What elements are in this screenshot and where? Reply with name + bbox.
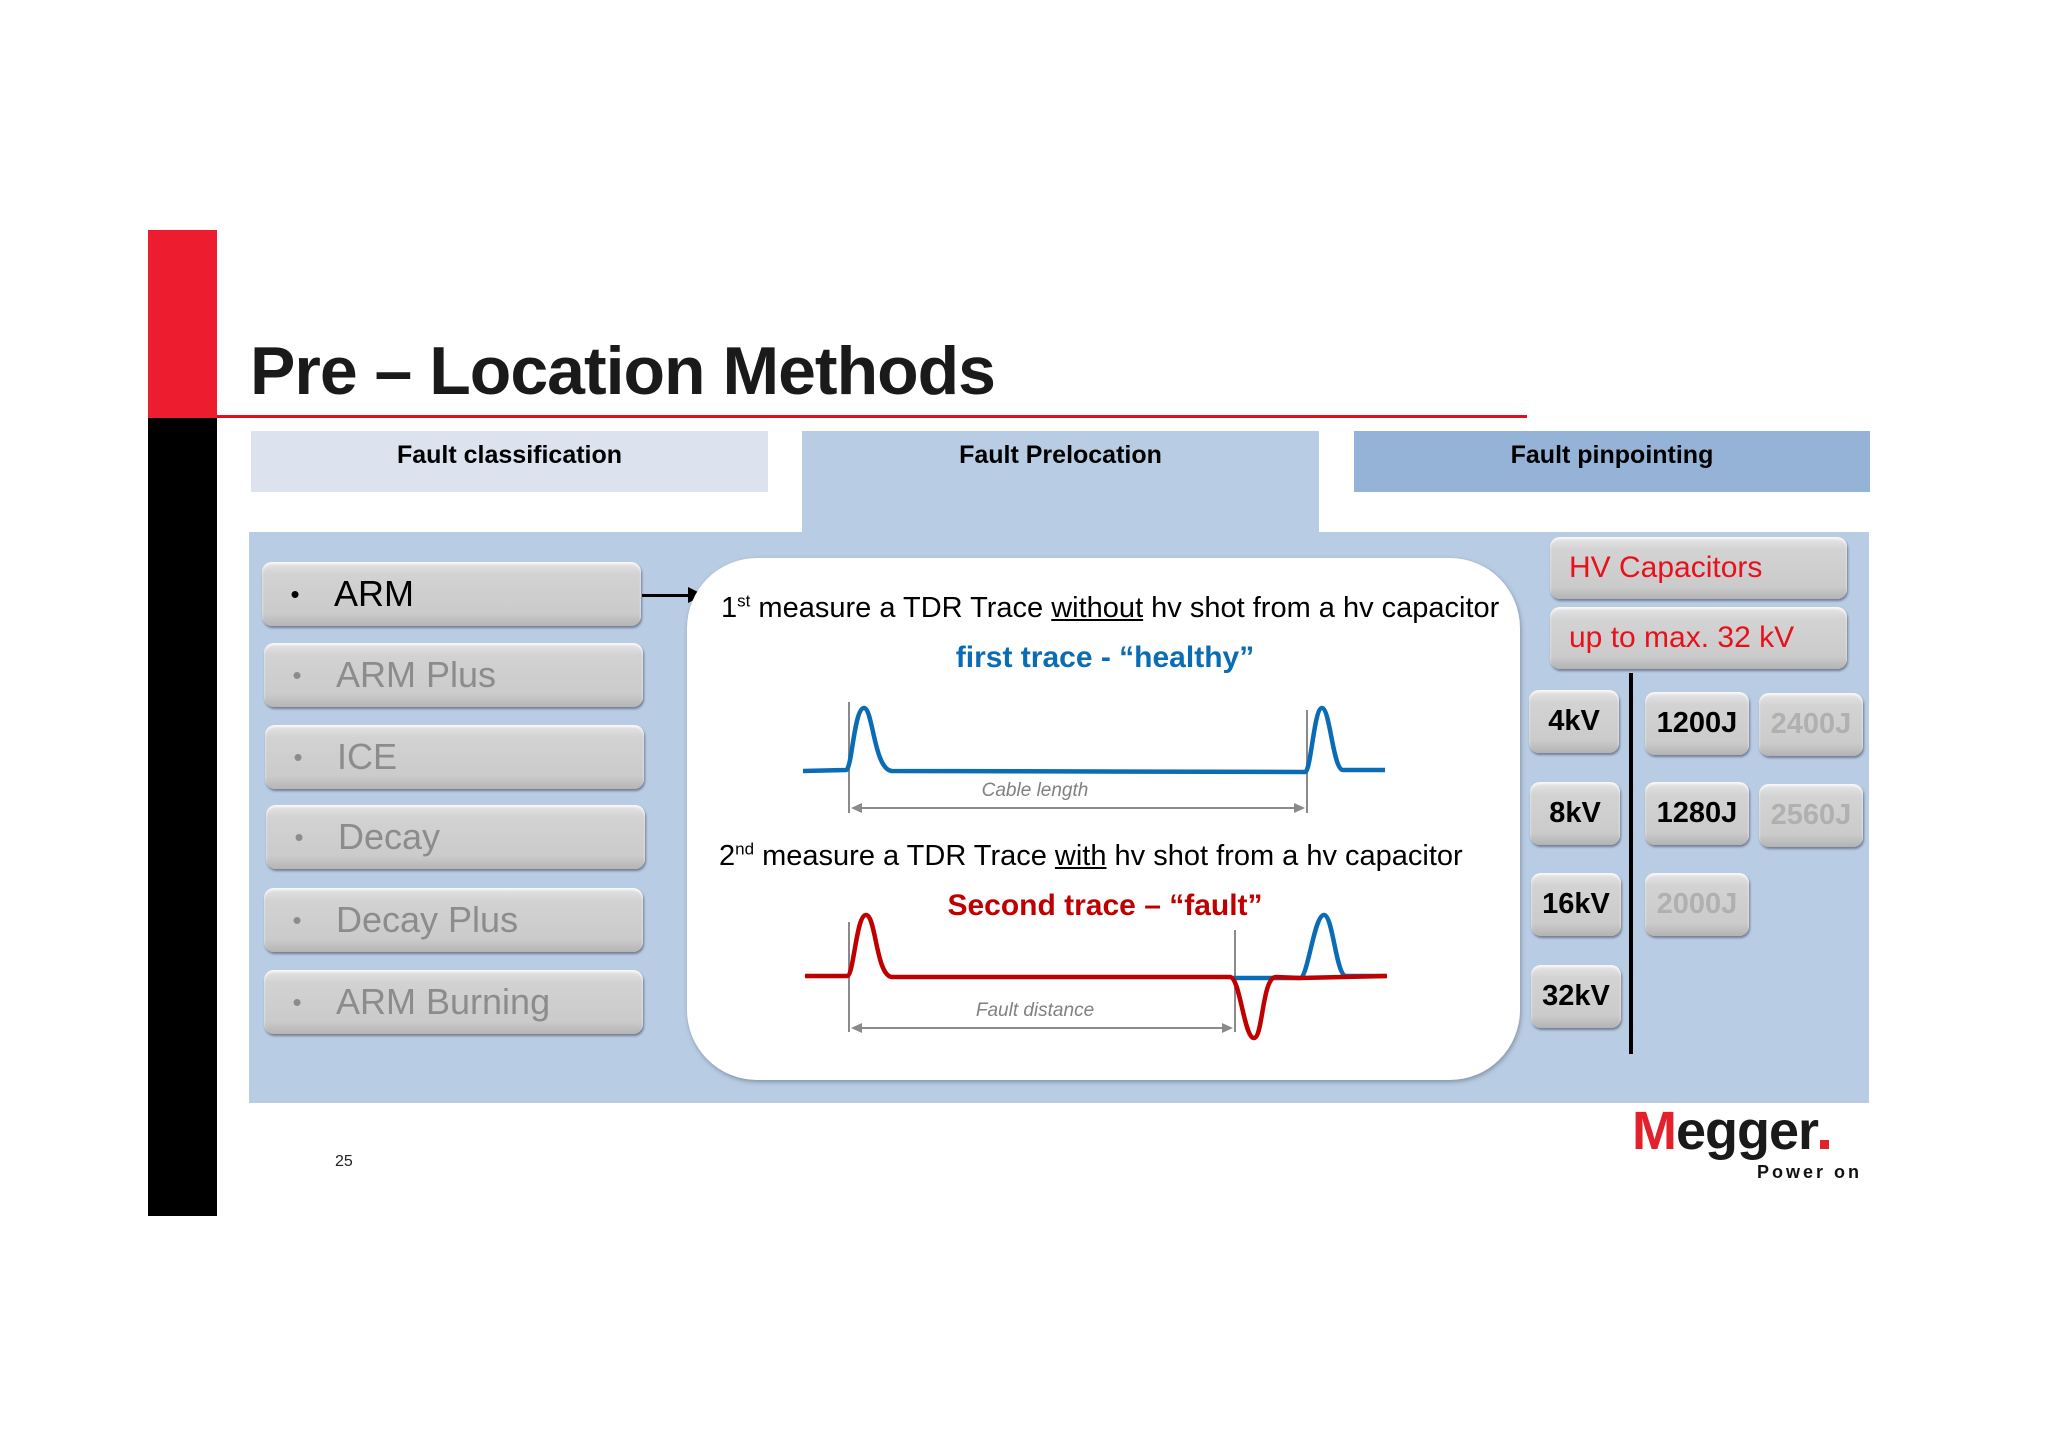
tab-fault-classification[interactable]: Fault classification [251,431,768,492]
voltage-button-8kv[interactable]: 8kV [1530,782,1620,845]
fault-distance-label: Fault distance [975,1000,1095,1021]
logo-tagline: Power on [1757,1162,1863,1182]
method-label: ICE [337,736,398,777]
cable-length-label: Cable length [981,780,1089,801]
divider-line [1629,673,1633,1054]
bullet-icon: • [293,741,303,772]
tab-fault-pinpointing[interactable]: Fault pinpointing [1354,431,1870,492]
voltage-button-32kv[interactable]: 32kV [1531,965,1621,1028]
accent-red-bar [148,230,217,418]
page-number: 25 [335,1153,353,1170]
method-label: ARM Plus [336,654,497,695]
tab-label: Fault Prelocation [959,441,1162,469]
accent-black-bar [148,418,217,1216]
method-label: ARM Burning [336,981,551,1022]
method-label: Decay Plus [336,899,519,940]
explanation-box [687,558,1520,1080]
hv-capacitors-header: HV Capacitors [1550,537,1847,599]
max-voltage-text: up to max. 32 kV [1569,621,1795,654]
hv-capacitors-label: HV Capacitors [1569,551,1763,584]
bullet-icon: • [292,904,302,935]
bullet-icon: • [292,659,302,690]
energy-button-2560j: 2560J [1759,784,1863,847]
method-button-ice[interactable]: • ICE [265,725,644,789]
title-underline [217,415,1527,418]
energy-button-1200j[interactable]: 1200J [1645,692,1749,755]
bullet-icon: • [292,986,302,1017]
slide-title: Pre – Location Methods [250,333,996,409]
bullet-icon: • [294,821,304,852]
method-button-decay[interactable]: • Decay [266,805,645,869]
max-voltage-label: up to max. 32 kV [1550,607,1847,669]
trace1-title: first trace - “healthy” [955,641,1255,674]
energy-button-2000j: 2000J [1645,873,1749,936]
megger-logo: Megger [1632,1100,1830,1162]
method-button-arm-plus[interactable]: • ARM Plus [264,643,643,707]
method-label: Decay [338,816,441,857]
tab-fault-prelocation[interactable]: Fault Prelocation [802,431,1319,532]
tab-label: Fault pinpointing [1510,441,1714,469]
method-button-arm[interactable]: • ARM [262,562,641,626]
tab-label: Fault classification [396,441,623,469]
voltage-button-4kv[interactable]: 4kV [1529,690,1619,753]
voltage-button-16kv[interactable]: 16kV [1531,873,1621,936]
method-button-decay-plus[interactable]: • Decay Plus [264,888,643,952]
energy-button-1280j[interactable]: 1280J [1645,782,1749,845]
registered-mark-icon [1820,1140,1830,1149]
trace2-title: Second trace – “fault” [947,889,1263,922]
method-label: ARM [334,573,414,614]
method-button-arm-burning[interactable]: • ARM Burning [264,970,643,1034]
step1-text: 1st measure a TDR Trace without hv shot … [721,591,1500,624]
step2-text: 2nd measure a TDR Trace with hv shot fro… [719,839,1463,872]
energy-button-2400j: 2400J [1759,693,1863,756]
bullet-icon: • [290,578,300,609]
connector-arrow-line [642,594,690,597]
